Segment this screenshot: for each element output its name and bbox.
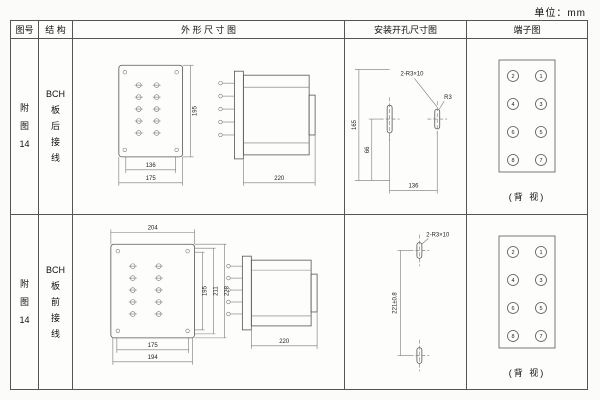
row2-structure-line1: BCH [45,265,65,275]
row2-term-m4: 8 [511,334,514,340]
row2-dim-w1: 175 [148,342,159,348]
row2-hole-note: 2-R3×10 [426,232,450,238]
row2-fig-char1: 附 [19,279,29,289]
row2-mounting-svg: 2-R3×10 221±0.8 [393,232,450,371]
row2-term-m2: 4 [511,278,514,284]
header-fig-no: 图号 [11,21,39,39]
row2-dim-h1: 195 [203,285,209,296]
row2-side-view: 220 [226,255,318,349]
row2-dim-w2: 194 [148,354,159,360]
header-outline-dims-label: 外 形 尺 寸 图 [180,25,236,35]
row1-fig-char1: 附 [19,103,29,113]
row1-fig-no-text: 附 图 14 [19,104,29,149]
row2-outline-svg: 204 195 [110,225,318,365]
row1-hole-note: 2-R3×10 [401,71,425,77]
row2-term-m1: 2 [511,250,514,256]
unit-label: 单位：mm [534,8,586,19]
header-terminal-diagram: 端子图 [467,21,587,39]
row2-side-studs [226,263,243,316]
row1-mounting-drawing: 2-R3×10 R3 165 66 136 [345,39,467,215]
header-mounting-holes: 安装开孔尺寸图 [345,21,467,39]
row2-term-n4: 7 [539,334,542,340]
row2-term-n2: 3 [539,278,542,284]
header-terminal-diagram-label: 端子图 [513,25,541,35]
row2-structure-text: BCH 板 前 接 线 [46,266,65,339]
row2-structure-line2: 板 [50,281,60,291]
row1-structure-line4: 接 [50,137,60,147]
row1-terminal-caption: (背 视) [508,192,546,202]
row1-structure-text: BCH 板 后 接 线 [46,90,65,163]
row2-front-view: 204 195 [110,225,230,365]
row2-structure: BCH 板 前 接 线 [39,215,73,390]
row1-terminal-right-column: 1 3 5 7 [535,70,547,166]
row1-fig-char2: 图 [19,121,29,131]
row1-radius-label: R3 [444,95,452,101]
row1-terminal-left-column: 2 4 6 8 [507,70,519,166]
row2-fig-no: 附 图 14 [11,215,39,390]
row2-terminal-screws [128,262,163,317]
row2-dim-h2: 211 [213,285,219,295]
row1-term-n1: 1 [539,74,542,80]
row1-structure-line2: 板 [50,105,60,115]
row1-mounting-svg: 2-R3×10 R3 165 66 136 [352,69,452,194]
row2-term-m3: 6 [511,306,514,312]
row1-term-n4: 7 [539,158,542,164]
row1-terminal-diagram: 2 4 6 8 1 3 5 7 (背 视) [467,39,587,215]
row2-terminal-svg: 2 4 6 8 1 3 5 7 [498,235,556,349]
row1-dim-v2: 66 [365,146,371,153]
row2-term-n3: 5 [539,306,542,312]
header-fig-no-label: 图号 [15,25,34,35]
row2-fig-no-text: 附 图 14 [19,280,29,325]
row1-front-view: 195 136 175 [118,64,199,186]
row2-dim-v: 221±0.8 [393,291,399,313]
row1-term-m3: 6 [511,130,514,136]
row2-dim-top: 204 [148,225,159,231]
row1-side-studs [218,81,235,138]
row1-fig-char3: 14 [19,139,30,149]
row1-term-m1: 2 [511,74,514,80]
row1-structure-line1: BCH [45,89,65,99]
row1-term-n2: 3 [539,102,542,108]
header-structure: 结 构 [39,21,73,39]
row1-outline-drawing: 195 136 175 [73,39,345,215]
row1-structure: BCH 板 后 接 线 [39,39,73,215]
row2-terminal-right-column: 1 3 5 7 [535,246,547,342]
row1-outline-svg: 195 136 175 [118,64,316,186]
row2-fig-char3: 14 [19,315,30,325]
row1-side-view: 220 [218,70,316,186]
row2-structure-line3: 前 [50,297,60,307]
row1-terminal-screws [134,82,161,136]
row2-terminal-diagram: 2 4 6 8 1 3 5 7 (背 视) [467,215,587,390]
row1-dim-depth: 220 [274,176,285,182]
row2-dim-depth: 220 [279,338,290,344]
header-outline-dims: 外 形 尺 寸 图 [73,21,345,39]
row1-dim-v1: 165 [352,119,358,130]
row1-dim-height: 195 [193,105,199,116]
row2-terminal-left-column: 2 4 6 8 [507,246,519,342]
header-structure-label: 结 构 [45,25,66,35]
row1-term-n3: 5 [539,130,542,136]
row2-structure-line5: 线 [50,329,60,339]
header-mounting-holes-label: 安装开孔尺寸图 [373,25,437,35]
row1-dim-w: 136 [408,183,419,189]
row1-terminal-svg: 2 4 6 8 1 3 5 7 [498,59,556,173]
row1-fig-no: 附 图 14 [11,39,39,215]
row2-terminal-caption: (背 视) [508,368,546,378]
row1-term-m4: 8 [511,158,514,164]
row2-mounting-drawing: 2-R3×10 221±0.8 [345,215,467,390]
row2-outline-drawing: 204 195 [73,215,345,390]
row1-structure-line5: 线 [50,153,60,163]
row2-structure-line4: 接 [50,313,60,323]
row2-fig-char2: 图 [19,297,29,307]
row1-structure-line3: 后 [50,121,60,131]
row1-term-m2: 4 [511,102,514,108]
row1-dim-w2: 175 [146,176,157,182]
row2-dim-h3: 228 [224,285,230,296]
row2-term-n1: 1 [539,250,542,256]
row1-dim-w1: 136 [146,163,157,169]
spec-table: 图号 结 构 外 形 尺 寸 图 安装开孔尺寸图 端子图 附 图 14 BCH … [10,20,588,390]
